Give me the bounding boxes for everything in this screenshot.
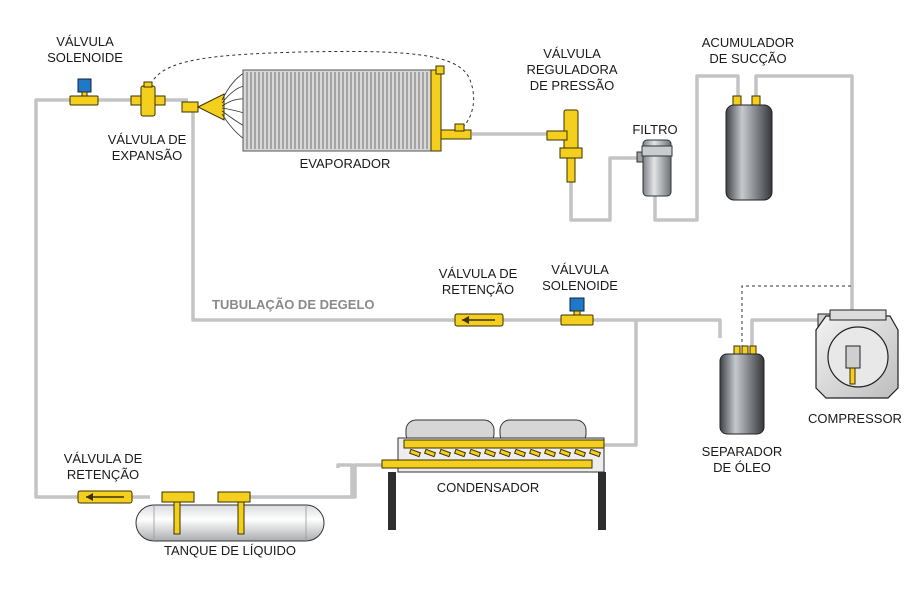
solenoid-valve-mid-icon: [560, 297, 594, 326]
solenoid-valve-top-icon: [69, 78, 99, 106]
tank-condenser-pipe: [245, 463, 388, 499]
liquid-tank-icon: [135, 491, 325, 542]
label-evaporator: EVAPORADOR: [299, 156, 391, 171]
label-check-valve-mid: VÁLVULA DE RETENÇÃO: [438, 266, 518, 297]
label-filter: FILTRO: [632, 122, 678, 137]
pilot-line-compressor: [741, 285, 852, 348]
label-compressor: COMPRESSOR: [808, 411, 902, 426]
compressor-to-separator: [750, 318, 820, 348]
suction-accumulator-icon: [725, 95, 773, 201]
evaporator-fins: [246, 72, 428, 149]
label-condenser: CONDENSADOR: [436, 480, 540, 495]
defrost-to-condenser: [604, 320, 638, 447]
label-solenoid-valve-top: VÁLVULA SOLENOIDE: [47, 34, 123, 65]
oil-separator-icon: [719, 345, 765, 435]
label-expansion-valve: VÁLVULA DE EXPANSÃO: [107, 132, 187, 163]
condenser-icon: [381, 419, 606, 530]
evaporator-icon: [242, 65, 472, 152]
pressure-regulating-valve-icon: [546, 109, 583, 183]
check-valve-bottom-icon: [77, 490, 133, 504]
expansion-valve-icon: [130, 81, 166, 117]
label-oil-separator: SEPARADOR DE ÓLEO: [701, 444, 783, 475]
distributor-icon: [181, 72, 245, 140]
label-liquid-tank: TANQUE DE LÍQUIDO: [164, 543, 296, 558]
label-pressure-regulating-valve: VÁLVULA REGULADORA DE PRESSÃO: [526, 46, 618, 93]
label-defrost-line: TUBULAÇÃO DE DEGELO: [212, 297, 375, 312]
label-suction-accumulator: ACUMULADOR DE SUCÇÃO: [701, 35, 795, 66]
condenser-coils: [408, 448, 602, 458]
liquid-line: [336, 463, 354, 497]
accumulator-to-compressor: [754, 74, 854, 318]
check-valve-mid-icon: [454, 313, 504, 327]
label-solenoid-valve-mid: VÁLVULA SOLENOIDE: [542, 262, 618, 293]
filter-to-accumulator: [653, 74, 740, 222]
label-check-valve-bottom: VÁLVULA DE RETENÇÃO: [63, 451, 143, 482]
filter-icon: [636, 139, 673, 197]
compressor-icon: [815, 309, 899, 399]
pressure-valve-down: [569, 156, 640, 222]
